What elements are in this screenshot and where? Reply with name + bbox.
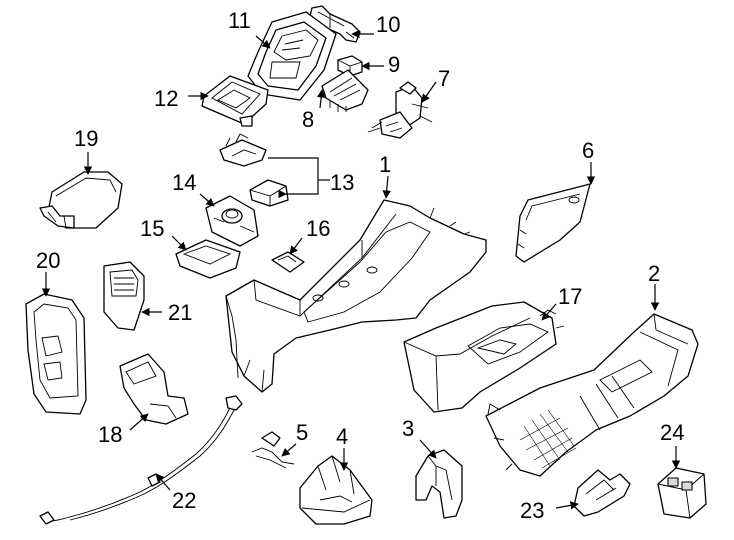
part-3-bracket <box>415 449 463 519</box>
part-15-tray-mat <box>175 239 241 279</box>
part-13-bracket-module <box>219 133 289 207</box>
callout-7: 7 <box>438 66 450 91</box>
callout-22: 22 <box>172 488 196 513</box>
leader-15 <box>171 235 187 251</box>
leader-1 <box>382 175 391 199</box>
leader-23 <box>555 501 579 510</box>
callout-21: 21 <box>168 300 192 325</box>
part-11-upper-bezel <box>247 11 337 101</box>
part-1-floor-console <box>225 199 487 393</box>
callout-23: 23 <box>520 498 544 523</box>
callout-17: 17 <box>558 284 582 309</box>
leader-lines <box>41 29 681 510</box>
callout-20: 20 <box>36 248 60 273</box>
part-18-rear-duct <box>119 353 189 425</box>
callout-numbers: 1 2 3 4 5 6 7 8 9 10 11 12 13 14 15 16 1… <box>36 8 684 523</box>
callout-3: 3 <box>402 416 414 441</box>
part-21-rear-vent <box>103 261 145 331</box>
leader-5 <box>281 443 297 457</box>
callout-19: 19 <box>74 126 98 151</box>
callout-16: 16 <box>306 216 330 241</box>
part-17-storage-box <box>403 301 565 413</box>
part-5-connector <box>251 431 295 469</box>
part-7-shifter <box>367 81 433 139</box>
callout-14: 14 <box>172 170 196 195</box>
callout-11: 11 <box>228 8 251 33</box>
callout-24: 24 <box>660 420 684 445</box>
leader-14 <box>199 193 215 207</box>
callout-15: 15 <box>140 216 164 241</box>
callout-5: 5 <box>296 420 308 445</box>
callout-10: 10 <box>376 12 400 37</box>
callout-1: 1 <box>379 152 391 177</box>
part-6-side-panel <box>515 183 591 263</box>
callout-6: 6 <box>582 138 594 163</box>
part-19-armrest-lid <box>39 171 123 229</box>
callout-12: 12 <box>154 86 178 111</box>
leader-22 <box>155 473 171 491</box>
callout-18: 18 <box>98 422 122 447</box>
part-4-base-bracket <box>299 455 373 525</box>
part-20-end-cap <box>25 293 87 415</box>
part-14-switch-panel <box>205 195 259 247</box>
part-12-storage-bin <box>201 75 269 127</box>
leader-3 <box>419 439 437 459</box>
part-22-harness <box>39 395 243 525</box>
callout-13: 13 <box>330 170 354 195</box>
callout-8: 8 <box>302 107 314 132</box>
leader-7 <box>421 81 437 103</box>
part-16-cover-pad <box>271 251 305 273</box>
leader-8 <box>316 89 326 109</box>
leader-11 <box>255 35 271 49</box>
leader-18 <box>129 413 149 431</box>
part-23-holder <box>573 469 631 517</box>
part-8-switch-strip <box>321 69 369 112</box>
callout-4: 4 <box>336 424 348 449</box>
leader-17 <box>541 303 557 321</box>
callout-9: 9 <box>388 52 400 77</box>
part-24-socket <box>657 467 707 519</box>
part-2-lower-structure <box>485 313 699 477</box>
callout-2: 2 <box>648 261 660 286</box>
leader-13 <box>268 157 319 195</box>
leader-16 <box>289 237 303 255</box>
